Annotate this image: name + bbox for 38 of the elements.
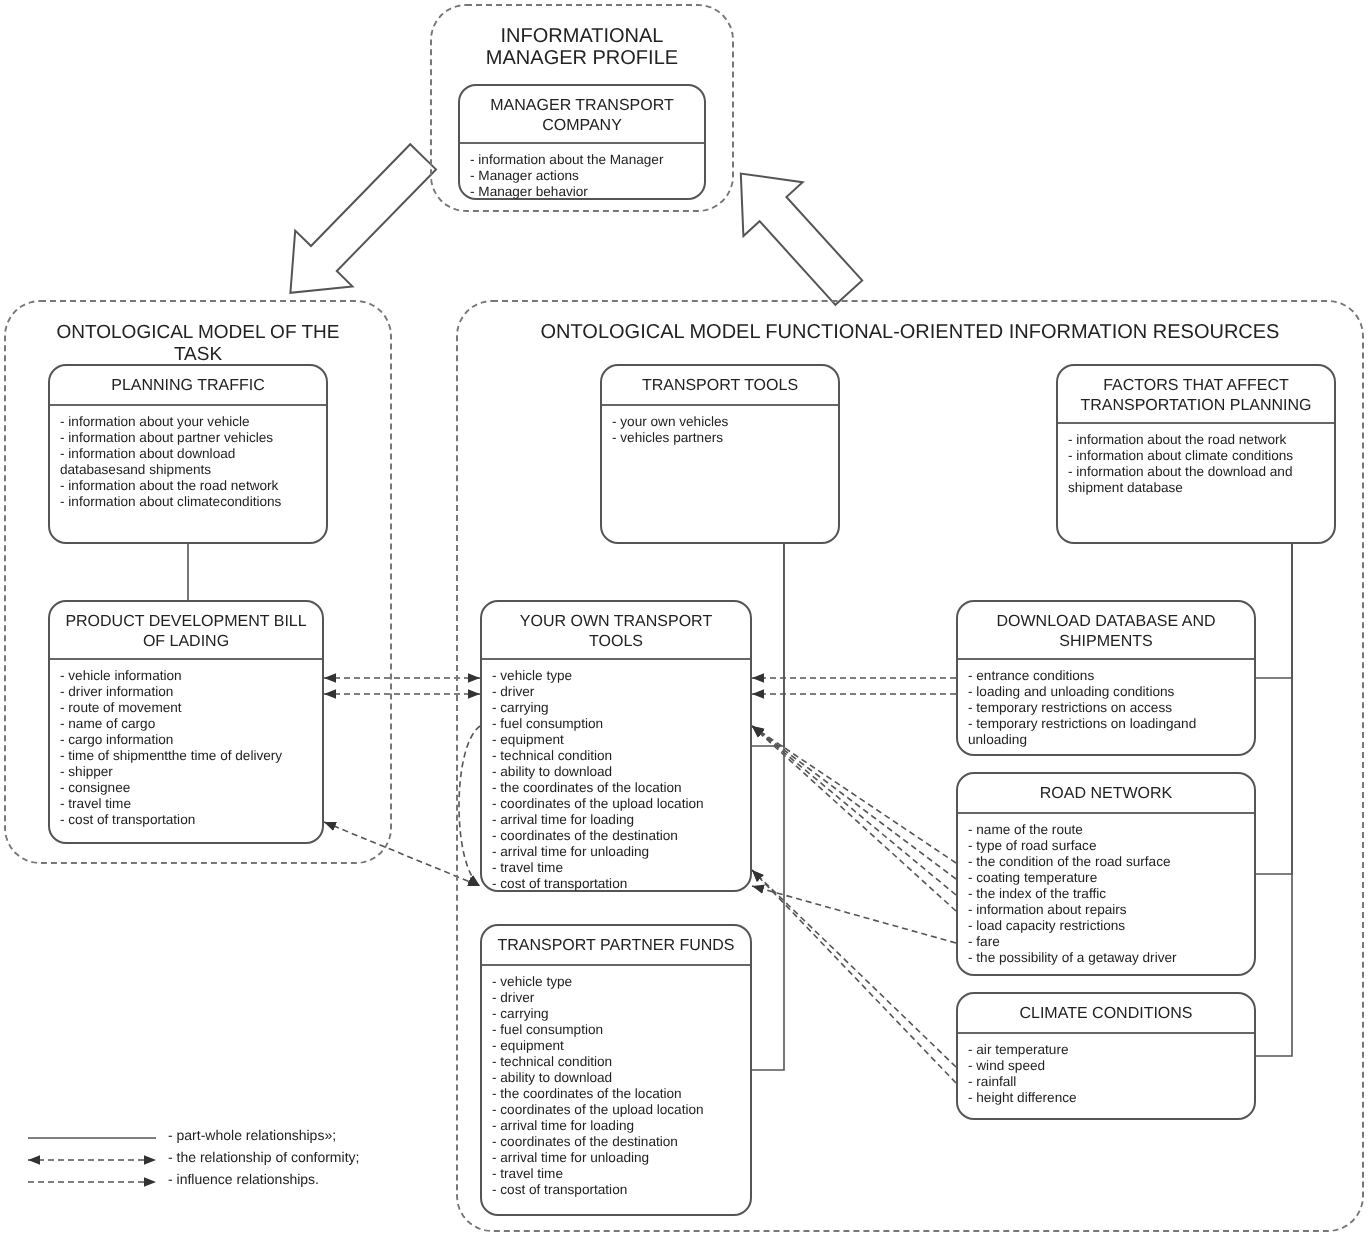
- block-arrow: [739, 172, 864, 307]
- class-card: [600, 364, 840, 544]
- card-heading: PLANNING TRAFFIC: [50, 366, 326, 405]
- card-heading: PRODUCT DEVELOPMENT BILL OF LADING: [50, 602, 322, 660]
- class-card: [48, 364, 328, 544]
- class-card: [480, 600, 752, 892]
- group-frame: [4, 300, 392, 864]
- dashed-arrow: [751, 689, 957, 699]
- class-card: [48, 600, 324, 844]
- group-frame: [430, 4, 734, 212]
- dashed-arrow: [323, 821, 481, 887]
- card-heading: YOUR OWN TRANSPORT TOOLS: [482, 602, 750, 660]
- dashed-arrow: [751, 884, 957, 944]
- dashed-curved-arrow: [458, 725, 481, 887]
- connector-line: [187, 543, 189, 601]
- class-card: [1056, 364, 1336, 544]
- card-heading: TRANSPORT TOOLS: [602, 366, 838, 405]
- connector-line: [1255, 543, 1293, 1057]
- group-title: ONTOLOGICAL MODEL FUNCTIONAL-ORIENTED INFORMATION RESOURCES: [538, 322, 1282, 345]
- card-heading: ROAD NETWORK: [958, 774, 1254, 813]
- connector-line: [751, 543, 785, 1071]
- class-card: [956, 992, 1256, 1120]
- block-arrow: [289, 142, 438, 294]
- card-heading: MANAGER TRANSPORT COMPANY: [460, 86, 704, 144]
- card-heading: TRANSPORT PARTNER FUNDS: [482, 926, 750, 965]
- class-card: [956, 772, 1256, 976]
- group-title: ONTOLOGICAL MODEL OF THE TASK: [54, 324, 342, 367]
- group-title: INFORMATIONAL MANAGER PROFILE: [483, 26, 681, 71]
- card-heading: FACTORS THAT AFFECT TRANSPORTATION PLANNING: [1058, 366, 1334, 424]
- card-heading: DOWNLOAD DATABASE AND SHIPMENTS: [958, 602, 1254, 660]
- dashed-arrow: [323, 689, 481, 699]
- class-card: [458, 84, 706, 200]
- card-heading: CLIMATE CONDITIONS: [958, 994, 1254, 1033]
- class-card: [956, 600, 1256, 756]
- class-card: [480, 924, 752, 1216]
- dashed-arrow: [751, 673, 957, 683]
- dashed-arrow: [323, 673, 481, 683]
- group-frame: [456, 300, 1364, 1232]
